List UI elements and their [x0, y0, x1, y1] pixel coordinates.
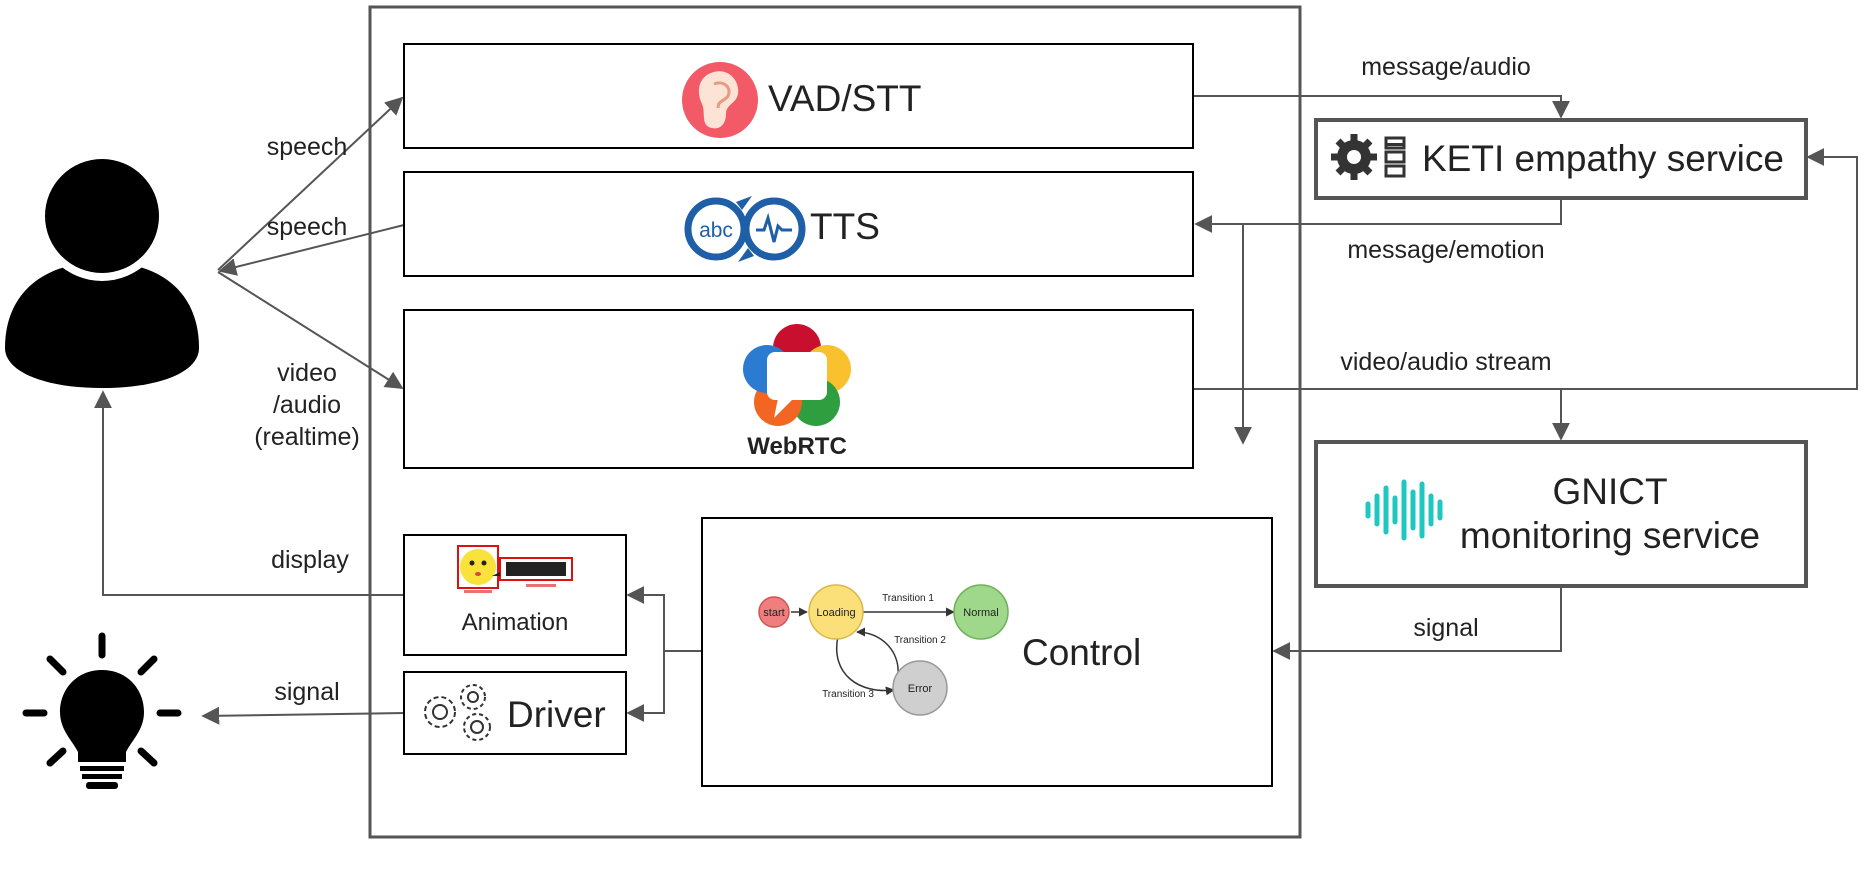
gears-icon [424, 684, 491, 741]
tts-label: TTS [810, 206, 880, 247]
vad-stt-module: VAD/STT [403, 43, 1194, 149]
state-error [892, 660, 948, 716]
driver-label: Driver [507, 694, 606, 735]
state-loading-label: Loading [816, 607, 855, 619]
tts-icon: abc [684, 196, 806, 262]
transition-3-label: Transition 3 [822, 689, 874, 700]
control-label: Control [1022, 632, 1141, 673]
webrtc-module: WebRTC [403, 309, 1194, 469]
edge-display [94, 390, 404, 596]
animation-label: Animation [462, 609, 569, 636]
label-signal-control: signal [1413, 614, 1478, 642]
edge-labels: speech speech video /audio (realtime) di… [254, 53, 1551, 706]
label-message-audio: message/audio [1361, 53, 1531, 81]
control-module: start Loading Normal Error Transition 1 … [701, 517, 1273, 787]
soundwave-icon [1365, 479, 1443, 541]
label-speech-out: speech [267, 213, 348, 241]
label-video: video [277, 359, 337, 387]
edge-video-stream-keti [1193, 148, 1858, 390]
edge-control-driver [626, 651, 665, 722]
keti-settings-icon [1331, 134, 1406, 180]
keti-label: KETI empathy service [1422, 138, 1784, 179]
edge-speech-in [217, 96, 404, 271]
system-frame [368, 5, 1302, 839]
emoji-face-icon [457, 545, 573, 593]
gnict-service: GNICT monitoring service [1314, 440, 1808, 588]
label-realtime: (realtime) [254, 423, 360, 451]
vad-stt-label: VAD/STT [768, 78, 922, 119]
label-speech-in: speech [267, 133, 348, 161]
lightbulb-icon [22, 632, 182, 789]
user-icon [5, 151, 199, 388]
label-audio: /audio [273, 391, 341, 419]
transition-1-label: Transition 1 [882, 593, 934, 604]
label-display: display [271, 546, 349, 574]
edge-signal-light [201, 706, 405, 725]
transition-2-label: Transition 2 [894, 635, 946, 646]
connections [94, 95, 1858, 725]
state-loading [808, 584, 864, 640]
animation-module: Animation [403, 534, 627, 656]
driver-module: Driver [403, 671, 627, 755]
svg-text:abc: abc [699, 219, 733, 242]
keti-service: KETI empathy service [1314, 118, 1808, 200]
tts-module: abc TTS [403, 171, 1194, 277]
edge-control-animation [626, 586, 665, 651]
label-video-audio-stream: video/audio stream [1340, 348, 1551, 376]
state-error-label: Error [908, 683, 933, 695]
state-start [758, 596, 790, 628]
label-signal-light: signal [274, 678, 339, 706]
edge-signal-control [1272, 587, 1562, 660]
state-start-label: start [763, 607, 784, 619]
ear-icon [682, 62, 758, 138]
gnict-label-line2: monitoring service [1460, 515, 1760, 556]
webrtc-logo [743, 324, 851, 426]
edge-speech-out [218, 224, 405, 276]
state-normal [953, 584, 1009, 640]
edge-message-emotion [1194, 199, 1562, 233]
webrtc-label: WebRTC [747, 433, 847, 460]
edge-message-audio [1193, 95, 1570, 119]
state-normal-label: Normal [963, 607, 998, 619]
state-machine: start Loading Normal Error Transition 1 … [758, 584, 1009, 716]
label-message-emotion: message/emotion [1347, 236, 1544, 264]
gnict-label-line1: GNICT [1552, 471, 1667, 512]
edge-video-audio [217, 271, 404, 389]
